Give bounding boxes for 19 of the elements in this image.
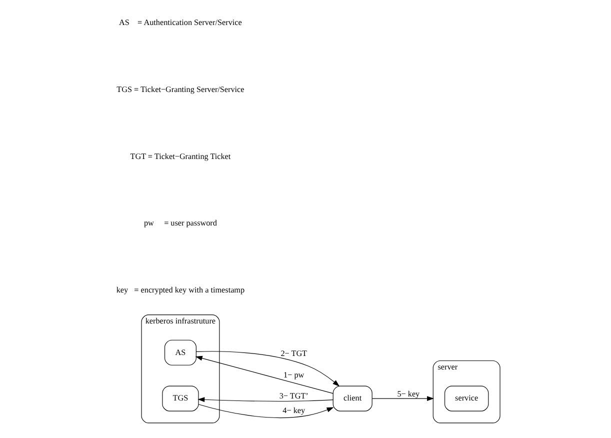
edge-label: 5− key	[397, 389, 420, 398]
arrow	[198, 397, 334, 402]
arrow	[195, 356, 334, 394]
node-box: client	[332, 386, 372, 412]
node-box: AS	[164, 340, 196, 366]
arrow	[198, 404, 334, 418]
label: AS = Authentication Server/Service	[119, 18, 242, 28]
edge-label: 1− pw	[284, 370, 304, 380]
node-box: service	[444, 386, 489, 412]
arrow	[196, 351, 340, 386]
label: TGT = Ticket−Granting Ticket	[130, 152, 231, 161]
edge-label: 3− TGT’	[279, 392, 308, 401]
label: pw = user password	[144, 218, 217, 228]
node-box: TGS	[162, 386, 199, 412]
label: key = encrypted key with a timestamp	[116, 286, 245, 295]
arrow	[372, 396, 434, 401]
edge-label: 4− key	[282, 406, 306, 416]
edge-label: 2− TGT	[280, 349, 308, 358]
label: TGS = Ticket−Granting Server/Service	[116, 84, 244, 94]
